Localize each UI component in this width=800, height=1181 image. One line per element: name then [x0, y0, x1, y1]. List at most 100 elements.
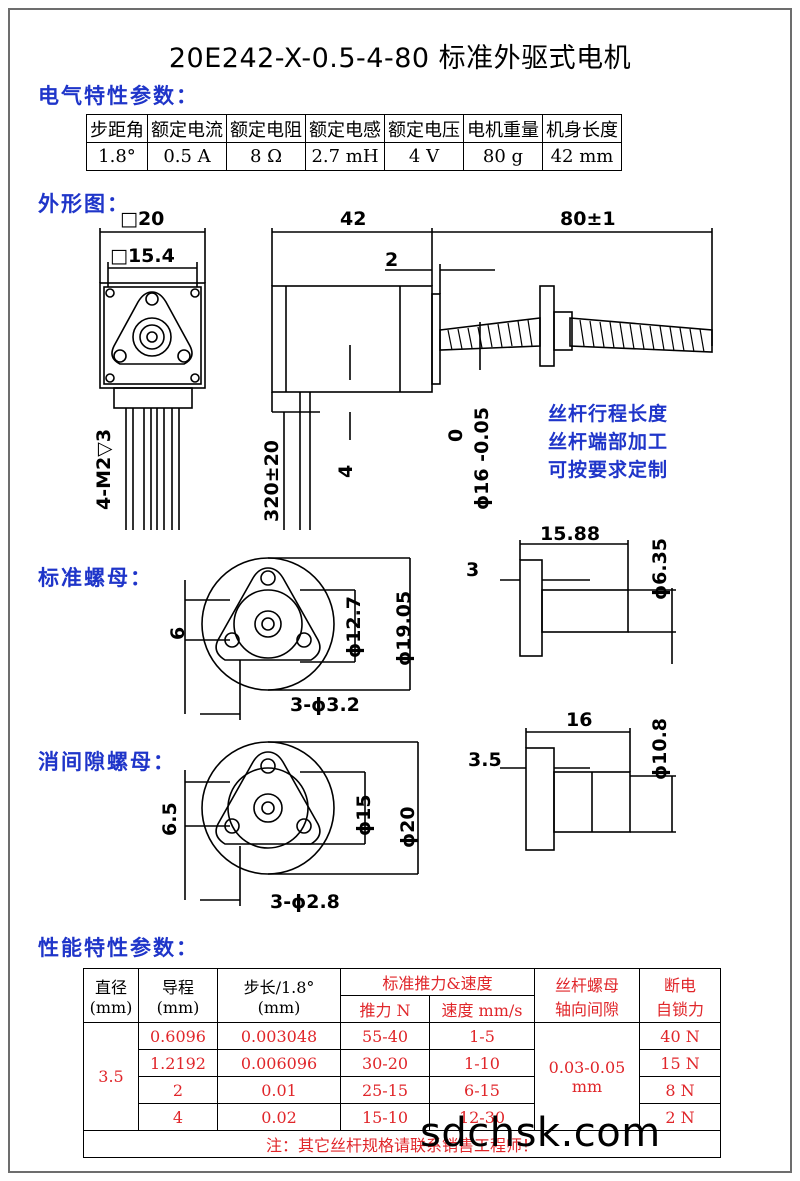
standard-nut-side	[500, 540, 676, 664]
motor-side-view	[271, 228, 713, 530]
electrical-table: 步距角 额定电流 额定电阻 额定电感 额定电压 电机重量 机身长度 1.8° 0…	[86, 114, 622, 171]
dim-anti-3-5: 3.5	[468, 749, 502, 771]
perf-thrust: 55-40	[340, 1022, 430, 1050]
dim-anti-15: ϕ15	[353, 794, 375, 836]
perf-speed: 1-10	[429, 1049, 535, 1077]
perf-speed: 1-5	[429, 1022, 535, 1050]
dim-anti-holes: 3-ϕ2.8	[270, 891, 340, 913]
header-rated-resistance: 额定电阻	[226, 114, 306, 143]
perf-backlash-value: 0.03-0.05	[548, 1057, 626, 1077]
electrical-value-row: 1.8° 0.5 A 8 Ω 2.7 mH 4 V 80 g 42 mm	[86, 142, 622, 171]
perf-h-thrust: 推力 N	[340, 995, 430, 1023]
perf-lock: 2 N	[639, 1103, 721, 1131]
perf-lead: 2	[138, 1076, 218, 1104]
dim-length-80: 80±1	[560, 208, 616, 230]
perf-h-step-unit: (mm)	[257, 998, 301, 1017]
dim-std-6: 6	[167, 627, 189, 640]
note-line-3: 可按要求定制	[548, 459, 669, 481]
perf-step: 0.02	[217, 1103, 341, 1131]
note-line-1: 丝杆行程长度	[548, 403, 669, 425]
section-electrical: 电气特性参数：	[38, 84, 199, 108]
dim-anti-10-8: ϕ10.8	[649, 718, 671, 780]
dim-4: 4	[335, 465, 357, 478]
dim-square-15-4: □15.4	[110, 245, 175, 267]
perf-h-backlash-label2: 轴向间隙	[554, 999, 619, 1019]
note-line-2: 丝杆端部加工	[548, 431, 669, 453]
dim-mounting-holes: 4-M2▽3	[93, 429, 115, 510]
perf-h-diameter-unit: (mm)	[89, 998, 133, 1017]
dim-shaft-tol: 0	[445, 429, 467, 442]
value-rated-voltage: 4 V	[384, 142, 464, 171]
perf-h-lock-label2: 自锁力	[655, 999, 704, 1019]
perf-h-lead-label: 导程	[161, 978, 194, 997]
perf-step: 0.01	[217, 1076, 341, 1104]
value-rated-current: 0.5 A	[147, 142, 227, 171]
section-anti-backlash-nut: 消间隙螺母：	[38, 750, 176, 774]
perf-h-backlash-label: 丝杆螺母	[554, 975, 619, 995]
standard-nut-front	[184, 557, 411, 720]
watermark: sdchsk.com	[420, 1110, 661, 1156]
perf-h-step: 步长/1.8°(mm)	[217, 968, 341, 1023]
anti-backlash-nut-front	[184, 741, 419, 906]
perf-h-speed: 速度 mm/s	[429, 995, 535, 1023]
perf-diameter: 3.5	[83, 1022, 139, 1131]
perf-lead: 1.2192	[138, 1049, 218, 1077]
perf-lock: 15 N	[639, 1049, 721, 1077]
perf-h-lock: 断电自锁力	[639, 968, 721, 1023]
section-standard-nut: 标准螺母：	[38, 566, 153, 590]
performance-table: 直径(mm) 导程(mm) 步长/1.8°(mm) 标准推力&速度 丝杆螺母轴向…	[83, 968, 721, 1158]
perf-backlash-unit: mm	[571, 1076, 603, 1096]
perf-lead: 0.6096	[138, 1022, 218, 1050]
section-performance: 性能特性参数：	[38, 936, 199, 960]
dim-anti-20: ϕ20	[397, 806, 419, 848]
perf-thrust: 15-10	[340, 1103, 430, 1131]
value-body-length: 42 mm	[542, 142, 622, 171]
anti-backlash-nut-side	[500, 728, 676, 851]
perf-h-thrust-speed: 标准推力&速度	[340, 968, 535, 996]
lead-screw	[439, 285, 713, 367]
electrical-header-row: 步距角 额定电流 额定电阻 额定电感 额定电压 电机重量 机身长度	[86, 114, 622, 143]
value-rated-resistance: 8 Ω	[226, 142, 306, 171]
dim-anti-16: 16	[566, 709, 592, 731]
perf-lock: 8 N	[639, 1076, 721, 1104]
perf-thrust: 30-20	[340, 1049, 430, 1077]
perf-lock: 40 N	[639, 1022, 721, 1050]
screw-customization-note: 丝杆行程长度 丝杆端部加工 可按要求定制	[548, 400, 668, 484]
dim-std-15-88: 15.88	[540, 523, 600, 545]
header-body-length: 机身长度	[542, 114, 622, 143]
dim-anti-6-5: 6.5	[159, 802, 181, 836]
header-rated-voltage: 额定电压	[384, 114, 464, 143]
perf-h-lead: 导程(mm)	[138, 968, 218, 1023]
motor-front-view	[99, 228, 206, 530]
value-rated-inductance: 2.7 mH	[305, 142, 385, 171]
dim-lead-wire: 320±20	[261, 440, 283, 522]
perf-speed: 6-15	[429, 1076, 535, 1104]
value-step-angle: 1.8°	[86, 142, 148, 171]
perf-step: 0.006096	[217, 1049, 341, 1077]
perf-step: 0.003048	[217, 1022, 341, 1050]
dim-gap-2: 2	[385, 249, 398, 271]
dim-std-6-35: ϕ6.35	[649, 538, 671, 600]
dim-std-12-7: ϕ12.7	[343, 596, 365, 658]
perf-thrust: 25-15	[340, 1076, 430, 1104]
perf-h-backlash: 丝杆螺母轴向间隙	[534, 968, 640, 1023]
perf-h-step-label: 步长/1.8°	[243, 978, 315, 997]
perf-note: 注：其它丝杆规格请联系销售工程师！	[83, 1130, 721, 1158]
section-outline: 外形图：	[38, 192, 130, 216]
dim-square-20: □20	[120, 208, 164, 230]
page-title: 20E242-X-0.5-4-80 标准外驱式电机	[168, 43, 632, 74]
dim-std-holes: 3-ϕ3.2	[290, 694, 360, 716]
dim-shaft-diameter: ϕ16 -0.05	[471, 407, 493, 510]
perf-h-diameter-label: 直径	[94, 978, 127, 997]
page-frame	[8, 8, 792, 1173]
dim-std-19-05: ϕ19.05	[393, 591, 415, 666]
perf-lead: 4	[138, 1103, 218, 1131]
dim-std-3: 3	[466, 559, 479, 581]
dim-length-42: 42	[340, 208, 366, 230]
header-step-angle: 步距角	[86, 114, 148, 143]
value-motor-weight: 80 g	[463, 142, 543, 171]
perf-h-lead-unit: (mm)	[156, 998, 200, 1017]
perf-h-lock-label: 断电	[663, 975, 696, 995]
